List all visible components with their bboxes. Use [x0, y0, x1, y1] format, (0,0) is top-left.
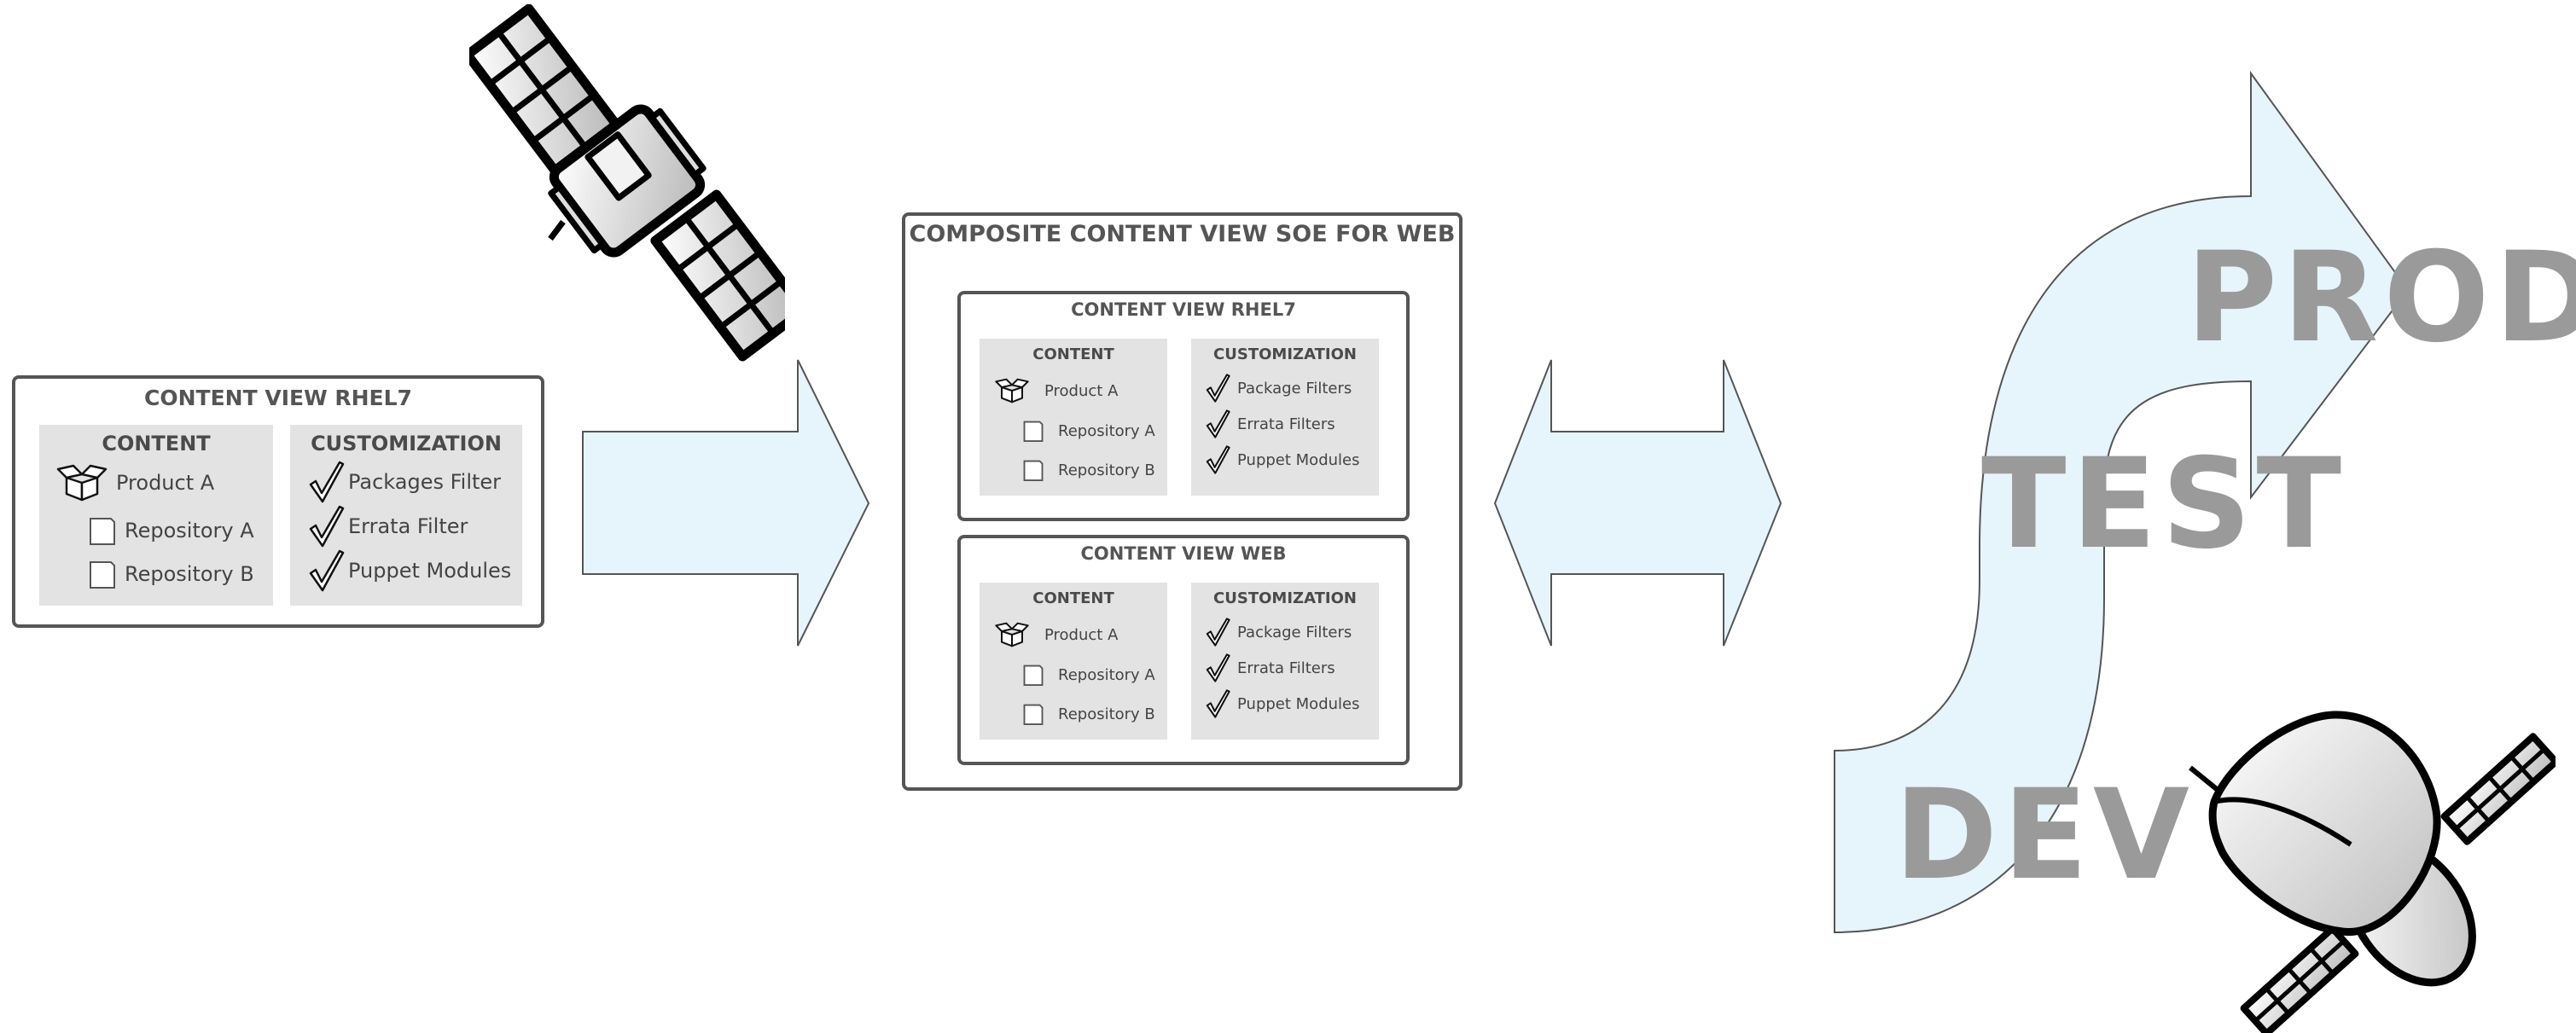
- inner-content-view-rhel7: CONTENT VIEW RHEL7 CONTENT Product A Rep…: [957, 291, 1410, 521]
- content-panel-title: CONTENT: [1032, 589, 1114, 607]
- composite-view-title: COMPOSITE CONTENT VIEW SOE FOR WEB: [909, 221, 1456, 247]
- repository-name: Repository A: [1058, 421, 1155, 440]
- product-box-icon: [56, 464, 108, 502]
- content-panel-title: CONTENT: [1032, 345, 1114, 363]
- customization-item: Errata Filters: [1205, 653, 1335, 683]
- repository-row: Repository A: [85, 514, 254, 548]
- inner-content-view-web: CONTENT VIEW WEB CONTENT Product A Repos…: [957, 535, 1410, 765]
- checkmark-icon: [309, 549, 345, 592]
- left-content-view: CONTENT VIEW RHEL7 CONTENT Product A Rep…: [12, 375, 544, 628]
- customization-item: Package Filters: [1205, 373, 1352, 403]
- inner-customization-panel: CUSTOMIZATION Package Filters Errata Fil…: [1191, 339, 1379, 496]
- left-content-view-title: CONTENT VIEW RHEL7: [144, 386, 412, 410]
- inner-view-title: CONTENT VIEW WEB: [1080, 543, 1287, 564]
- customization-panel-title: CUSTOMIZATION: [1213, 589, 1357, 607]
- customization-item-label: Package Filters: [1237, 623, 1352, 641]
- repository-row: Repository A: [1021, 661, 1155, 688]
- checkmark-icon: [1206, 653, 1230, 682]
- customization-item: Packages Filter: [307, 461, 501, 503]
- repository-name: Repository A: [125, 519, 254, 543]
- checkmark-icon: [1206, 409, 1230, 438]
- satellite-icon: [469, 4, 785, 362]
- customization-item-label: Package Filters: [1237, 379, 1352, 398]
- repository-name: Repository B: [1058, 705, 1155, 723]
- repository-row: Repository B: [85, 557, 254, 591]
- customization-item-label: Puppet Modules: [348, 559, 512, 583]
- repository-name: Repository B: [125, 562, 254, 586]
- customization-item: Package Filters: [1205, 617, 1352, 647]
- left-content-panel: CONTENT Product A Repository A Repo: [39, 425, 273, 606]
- env-prod-label: PROD: [2186, 225, 2576, 370]
- customization-panel-title: CUSTOMIZATION: [311, 432, 502, 456]
- customization-item-label: Puppet Modules: [1237, 694, 1360, 713]
- repository-icon: [1023, 704, 1044, 725]
- repository-row: Repository A: [1021, 417, 1155, 444]
- product-box-icon: [995, 378, 1029, 403]
- repository-name: Repository B: [1058, 461, 1155, 479]
- customization-item: Errata Filters: [1205, 409, 1335, 439]
- product-row: Product A: [995, 620, 1118, 649]
- left-customization-panel: CUSTOMIZATION Packages Filter Errata Fil…: [290, 425, 522, 606]
- checkmark-icon: [1206, 689, 1230, 718]
- satellite-dish-icon: [2189, 711, 2556, 1033]
- product-name: Product A: [1044, 381, 1119, 400]
- product-box-icon: [995, 622, 1029, 647]
- inner-content-panel: CONTENT Product A Repository A: [980, 339, 1167, 496]
- repository-icon: [1023, 664, 1044, 686]
- repository-icon: [90, 518, 115, 545]
- env-test-label: TEST: [1981, 432, 2347, 577]
- composite-content-view: COMPOSITE CONTENT VIEW SOE FOR WEB CONTE…: [902, 212, 1462, 791]
- product-row: Product A: [995, 376, 1118, 405]
- product-row: Product A: [56, 464, 214, 502]
- customization-item: Errata Filter: [307, 505, 468, 548]
- checkmark-icon: [1206, 618, 1230, 647]
- customization-item-label: Errata Filters: [1237, 415, 1335, 433]
- product-name: Product A: [116, 471, 215, 495]
- product-name: Product A: [1044, 625, 1119, 644]
- repository-icon: [1023, 460, 1044, 481]
- repository-row: Repository B: [1021, 700, 1155, 728]
- checkmark-icon: [1206, 445, 1230, 474]
- customization-item: Puppet Modules: [1205, 444, 1359, 475]
- double-arrow: [1493, 359, 1782, 647]
- env-dev-label: DEV: [1894, 763, 2195, 908]
- customization-item-label: Packages Filter: [348, 470, 502, 494]
- repository-name: Repository A: [1058, 665, 1155, 684]
- repository-row: Repository B: [1021, 456, 1155, 484]
- checkmark-icon: [1206, 374, 1230, 403]
- checkmark-icon: [309, 505, 345, 548]
- customization-panel-title: CUSTOMIZATION: [1213, 345, 1357, 363]
- checkmark-icon: [309, 461, 345, 503]
- content-panel-title: CONTENT: [102, 432, 211, 456]
- customization-item-label: Puppet Modules: [1237, 450, 1360, 469]
- repository-icon: [90, 561, 115, 589]
- customization-item: Puppet Modules: [307, 549, 511, 592]
- customization-item-label: Errata Filters: [1237, 659, 1335, 677]
- customization-item-label: Errata Filter: [348, 514, 468, 538]
- inner-view-title: CONTENT VIEW RHEL7: [1071, 299, 1296, 320]
- lifecycle-arrow: [1834, 70, 2410, 934]
- inner-content-panel: CONTENT Product A Repository A: [980, 583, 1167, 740]
- customization-item: Puppet Modules: [1205, 688, 1359, 719]
- right-arrow: [582, 359, 870, 647]
- repository-icon: [1023, 421, 1044, 442]
- inner-customization-panel: CUSTOMIZATION Package Filters Errata Fil…: [1191, 583, 1379, 740]
